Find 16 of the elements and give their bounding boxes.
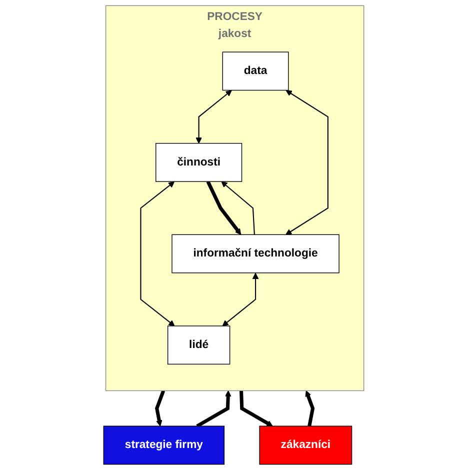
arrow: [155, 390, 166, 426]
node-box: strategie firmy: [104, 426, 225, 465]
arrow: [305, 390, 315, 426]
arrow: [286, 90, 329, 235]
arrow: [222, 272, 259, 326]
arrow: [140, 181, 176, 326]
arrow: [196, 90, 232, 144]
node-box: zákazníci: [259, 426, 352, 465]
arrow: [221, 181, 256, 235]
node-box: data: [222, 52, 289, 91]
arrow: [206, 180, 242, 235]
node-box: lidé: [168, 326, 230, 365]
node-box: činnosti: [156, 142, 242, 182]
arrow: [196, 390, 232, 428]
node-box: informační technologie: [172, 234, 340, 274]
arrow: [240, 390, 274, 426]
